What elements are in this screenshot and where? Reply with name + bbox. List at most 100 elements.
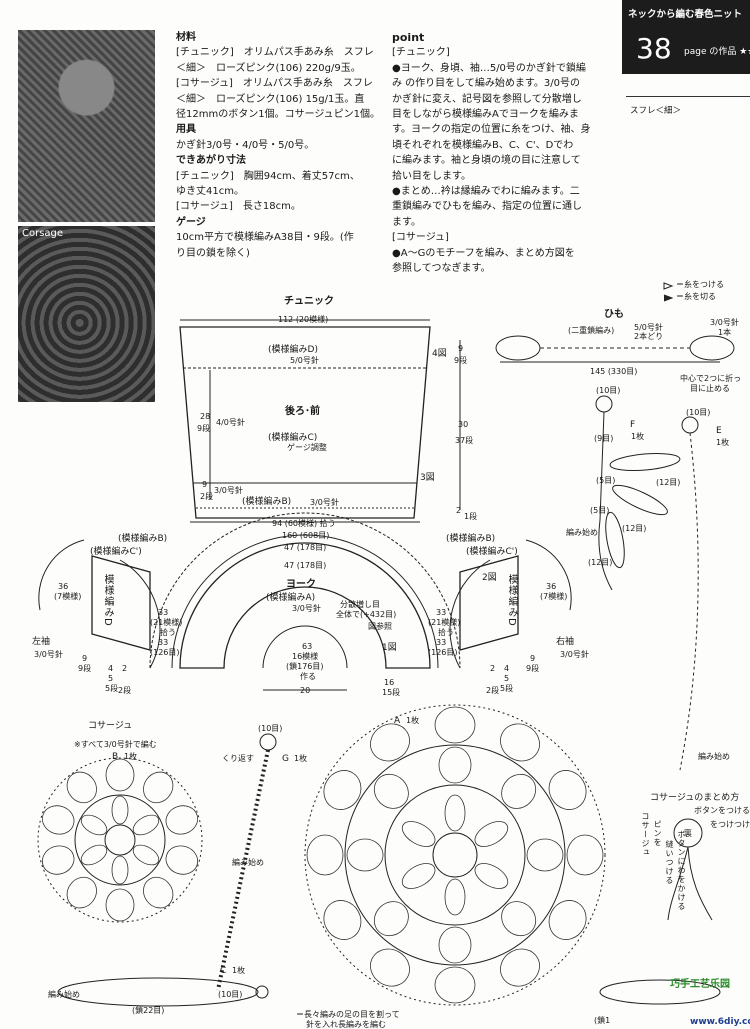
motif-c-chain: (鎖22目): [132, 1006, 165, 1015]
point-line: 頃それぞれを模様編みB、C、C'、Dでわ: [392, 139, 574, 151]
gauge-line: 10cm平方で模様編みA38目・9段。(作: [176, 232, 354, 244]
bottom-94: 94 (60模様) 拾う: [272, 519, 336, 528]
width-47b: 47 (178目): [284, 561, 327, 570]
left-s9: 9: [82, 654, 88, 663]
tunic-title: チュニック: [284, 296, 334, 307]
petal-shape: [323, 900, 362, 940]
materials-line: 径12mmのボタン1個。コサージュピン1個。: [176, 109, 381, 121]
assembly-cord: [687, 846, 713, 921]
point-title: point: [392, 31, 425, 44]
point-line: [コサージュ]: [392, 232, 449, 244]
yoke-outline: [179, 542, 431, 669]
right-s5: 5: [504, 674, 510, 683]
petal-shape: [373, 773, 409, 809]
motif-a-outline: [304, 704, 606, 1006]
width-20: 20: [300, 686, 311, 695]
cord-title: ひも: [604, 309, 624, 320]
motif-g-start: 編み始め: [232, 858, 264, 867]
motif-f-5b: (5目): [590, 506, 610, 515]
size-title: できあがり寸法: [176, 155, 246, 167]
petal-shape: [80, 844, 108, 866]
petal-shape: [370, 948, 410, 987]
left-28: 28: [200, 412, 211, 421]
assembly-sew-label: をつけつける: [710, 820, 750, 829]
petal-shape: [501, 901, 537, 937]
left-sleeve-21: (21模様): [150, 618, 183, 627]
motif-f-12a: (12目): [656, 478, 681, 487]
needle-3b-label: 3/0号針: [310, 498, 339, 507]
cord-needle: 5/0号針: [634, 323, 663, 332]
assembly-wrap-label: ボタンにわをかける: [677, 830, 686, 911]
left-sleeve-pick: 拾う: [160, 628, 176, 637]
motif-c-outline: [57, 977, 259, 1007]
side-9b: 9段: [454, 356, 468, 365]
legend-cut: ＝糸を切る: [676, 292, 716, 301]
page-header: ネックから編む春色ニット 38 page の作品 ★★☆: [622, 0, 750, 74]
petal-shape: [444, 878, 466, 916]
size-line: [チュニック] 胸囲94cm、着丈57cm、: [176, 170, 360, 182]
right-sleeve-33b: 33: [436, 638, 447, 647]
motif-c-ring: [255, 985, 269, 999]
yarn-label: スフレ＜細＞: [630, 106, 682, 116]
right-sleeve-pick: 拾う: [438, 628, 454, 637]
cord-needle-r: 3/0号針: [710, 318, 739, 327]
header-rule: [626, 96, 750, 97]
petal-shape: [111, 795, 129, 825]
materials-section: 材料 [チュニック] オリムパス手あみ糸 スフレ ＜細＞ ローズピンク(106)…: [176, 30, 381, 261]
materials-line: [コサージュ] オリムパス手あみ糸 スフレ: [176, 78, 373, 90]
right-s2d: 2段: [486, 686, 500, 695]
assembly-pin-label-3: 縫いつける: [665, 840, 674, 885]
tunic-body-outline: [179, 326, 431, 519]
increase-note-3: 図参照: [368, 622, 392, 631]
left-sleeve-arc: [119, 559, 161, 669]
neck-16: 16模様: [292, 652, 319, 661]
right-sleeve-21: (21模様): [428, 618, 461, 627]
left-s2: 2: [122, 664, 128, 673]
petal-shape: [434, 706, 476, 744]
right-sleeve-arc: [525, 539, 572, 611]
footnote-2: 針を入れ長編みを編む: [306, 1020, 386, 1029]
cord-note-1: 中心で2つに折っ: [680, 374, 742, 383]
motif-f-12c: (12目): [588, 558, 613, 567]
motif-g-10: (10目): [258, 724, 283, 733]
motif-f-12b: (12目): [622, 524, 647, 533]
petal-shape: [474, 821, 509, 847]
right-s2: 2: [490, 664, 496, 673]
petal-shape: [105, 758, 135, 792]
yoke-arc: [171, 534, 439, 669]
top-width: 112 (20模様): [278, 315, 329, 324]
point-line: 拾い目をします。: [392, 170, 471, 182]
point-line: ●ヨーク、身頃、袖…5/0号のかぎ針で鎖編: [392, 62, 586, 74]
motif-f-10: (10目): [596, 386, 621, 395]
left-sleeve-36: 36: [58, 582, 69, 591]
motif-e-count: 1枚: [716, 438, 730, 447]
petal-shape: [434, 966, 476, 1004]
right-sleeve-title: 右袖: [556, 637, 575, 647]
yoke-label: ヨーク: [286, 579, 316, 590]
point-line: 重鎖編みでひもを編み、指定の位置に通し: [392, 201, 582, 213]
motif-f-5a: (5目): [596, 476, 616, 485]
corsage-photo: Corsage: [18, 226, 155, 402]
motif-f-label: F: [630, 420, 636, 430]
leaf-shape: [612, 484, 668, 516]
motif-e-start: 編み始め: [698, 752, 730, 761]
motif-a-label: A: [394, 716, 401, 726]
point-line: ます。: [392, 216, 421, 228]
leaf-shape: [605, 511, 625, 569]
motif-g-ring: [259, 733, 277, 751]
right-s5d: 5段: [500, 684, 514, 693]
right-16: 16: [384, 678, 395, 687]
cut-symbol: [663, 294, 674, 302]
petal-shape: [66, 876, 97, 909]
motif-a-center: [432, 832, 478, 878]
left-2: 2段: [200, 492, 214, 501]
neck-63: 63: [302, 642, 313, 651]
right-2: 2: [456, 506, 462, 515]
motif-a-count: 1枚: [406, 716, 420, 725]
needle-5-label: 5/0号針: [290, 356, 319, 365]
site-watermark: www.6diy.com: [690, 1017, 750, 1027]
gauge-adjust: ゲージ調整: [287, 443, 327, 452]
series-title: ネックから編む春色ニット: [628, 9, 743, 20]
motif-b-label: B: [112, 752, 119, 762]
page-number: 38: [636, 32, 672, 65]
